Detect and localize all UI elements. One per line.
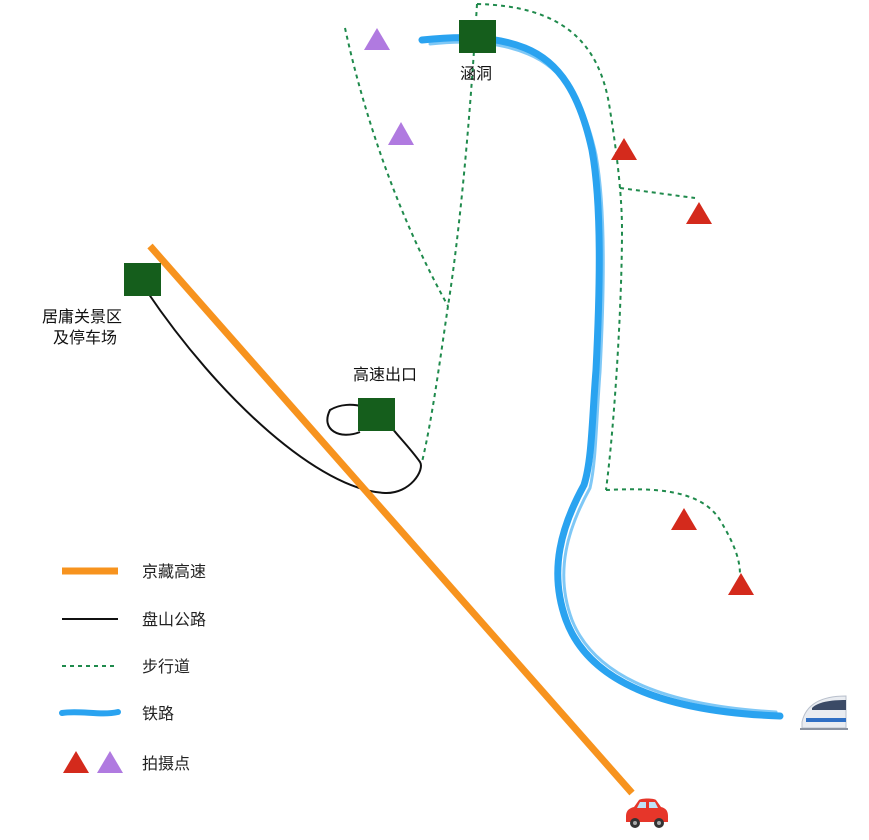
- legend-railway-swatch: [59, 709, 121, 717]
- legend-railway-label: 铁路: [142, 704, 174, 723]
- exit-label: 高速出口: [353, 365, 417, 384]
- juyongguan-label-line1: 居庸关景区: [42, 307, 122, 326]
- photo-spot-purple-2: [388, 122, 414, 145]
- legend-photo-spot-purple: [97, 751, 123, 773]
- railway-stroke-shadow: [428, 40, 778, 714]
- legend: 京藏高速 盘山公路 步行道 铁路 拍摄点: [59, 562, 206, 773]
- trails: [344, 3, 741, 576]
- trail-east-spur-upper: [619, 187, 696, 199]
- legend-highway-label: 京藏高速: [142, 562, 206, 581]
- railway: [418, 34, 784, 720]
- photo-spot-purple-1: [364, 28, 390, 50]
- trail-left-branch: [344, 27, 449, 307]
- railway-stroke-main: [418, 34, 784, 720]
- mountain-road: [145, 289, 422, 495]
- trail-to-exit: [421, 305, 449, 463]
- photo-spot-red-2: [686, 202, 712, 224]
- train-icon: [800, 695, 848, 730]
- car-icon: [626, 798, 668, 828]
- legend-photo-spot-red: [63, 751, 89, 773]
- photo-spot-red-3: [671, 508, 697, 530]
- photo-spots: [364, 28, 754, 595]
- photo-spot-red-4: [728, 573, 754, 595]
- culvert-label: 涵洞: [460, 64, 492, 83]
- trail-east-spur-lower: [605, 488, 741, 576]
- highway: [147, 243, 635, 796]
- culvert-marker: [459, 20, 496, 53]
- exit-marker: [358, 398, 395, 431]
- juyongguan-label-line2: 及停车场: [53, 328, 117, 347]
- juyongguan-marker: [124, 263, 161, 296]
- legend-trail-label: 步行道: [142, 657, 190, 676]
- legend-photo-spot-label: 拍摄点: [142, 754, 190, 773]
- photo-spot-red-1: [611, 138, 637, 160]
- legend-mountain-road-label: 盘山公路: [142, 610, 206, 629]
